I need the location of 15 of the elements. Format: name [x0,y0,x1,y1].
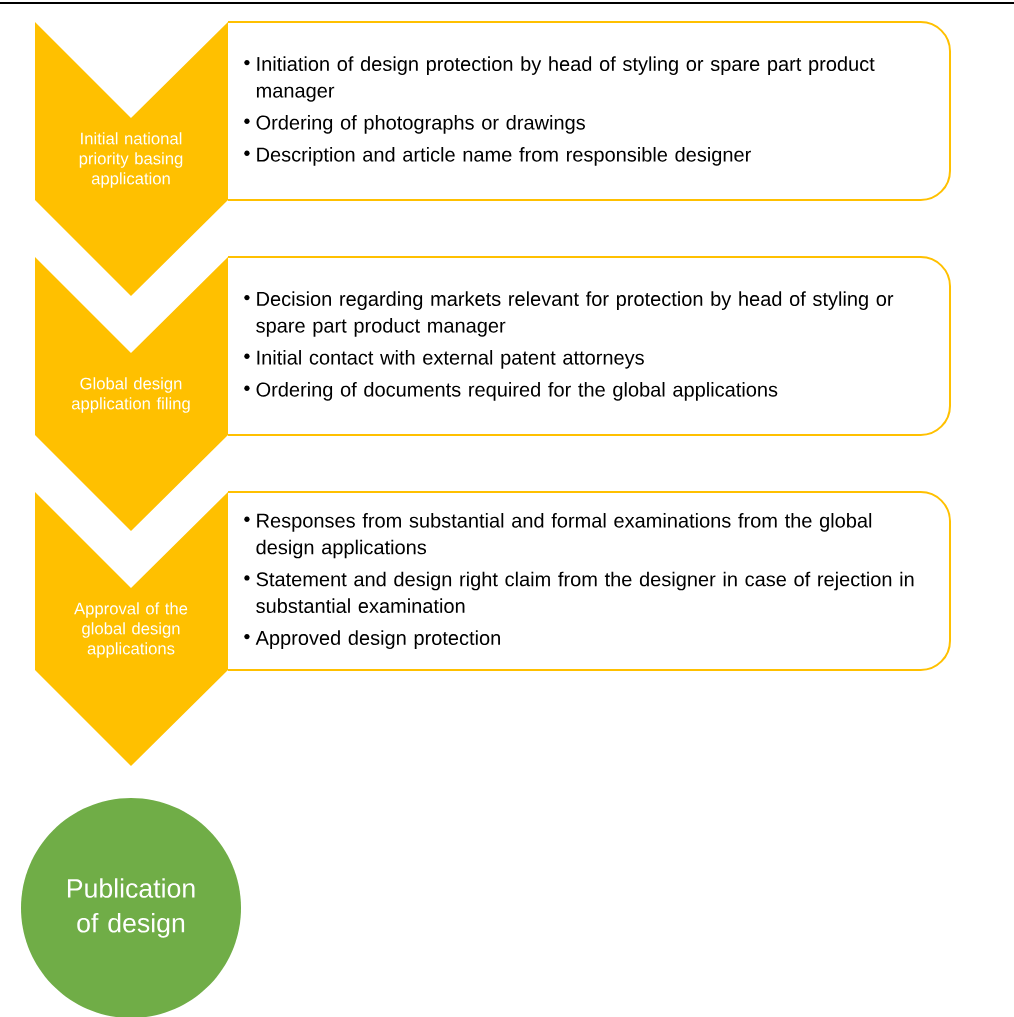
bullet-item: Approved design protection [244,630,500,649]
bullet-item: Initiation of design protection by head of styling or spare part product manager [244,56,875,102]
step-box [227,491,951,671]
bullet-item: Ordering of photographs or drawings [244,115,585,134]
bullet-item: Ordering of documents required for the global applications [244,382,778,401]
step-box [227,256,951,436]
bullet-item: Description and article name from responsible designer [244,147,751,166]
bullet-item: Responses from substantial and formal examinations from the global design applications [244,513,872,559]
step-band: Global design application filing [35,257,228,531]
bullet-item: Initial contact with external patent attorneys [244,350,644,369]
step-band: Approval of the global design applications [35,492,228,766]
step-box [227,21,951,201]
bullet-item: Statement and design right claim from the designer in case of rejection in substantial examination [244,571,914,614]
bullet-item: Decision regarding markets relevant for protection by head of styling or spare part product manager [244,291,894,337]
step-band: Initial national priority basing application [35,22,228,296]
